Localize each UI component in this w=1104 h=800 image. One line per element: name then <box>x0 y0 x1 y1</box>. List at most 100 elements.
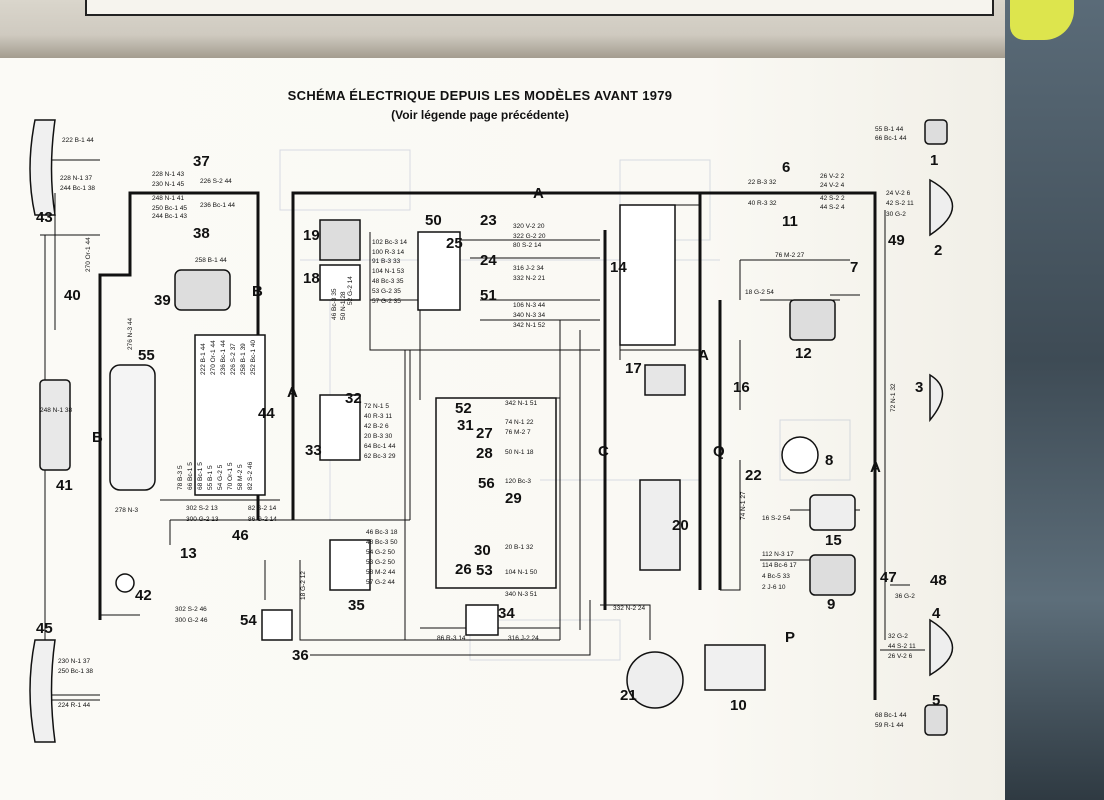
bus-label-b-left: B <box>92 429 103 446</box>
wire-label: 22 B-3 32 <box>748 179 777 186</box>
wire-label: 59 R-1 44 <box>875 722 904 729</box>
wire-label: 52 G-2 14 <box>347 276 354 305</box>
wire-label: 48 Bc-3 50 <box>366 539 398 546</box>
num-16: 16 <box>733 379 750 396</box>
wire-label: 230 N-1 37 <box>58 658 91 665</box>
wire-label: 102 Bc-3 14 <box>372 239 407 246</box>
wire-label: 300 G-2 13 <box>186 516 219 523</box>
wire-label: 46 Bc-3 18 <box>366 529 398 536</box>
coil-15-icon <box>809 494 856 531</box>
wire-label: 57 G-2 44 <box>366 579 395 586</box>
num-10: 10 <box>730 697 747 714</box>
num-53: 53 <box>476 562 493 579</box>
wire-label: 332 N-2 24 <box>613 605 646 612</box>
wire-label: 82 S-2 14 <box>248 505 277 512</box>
paper-page <box>0 0 1005 800</box>
wire-label: 91 B-3 33 <box>372 258 401 265</box>
wire-label: 32 G-2 <box>888 633 908 640</box>
switch-35-icon <box>329 539 371 591</box>
num-9: 9 <box>827 596 835 613</box>
mirror-55-icon <box>109 364 156 491</box>
num-50: 50 <box>425 212 442 229</box>
wire-label: 54 G-2 50 <box>366 549 395 556</box>
wire-label: 244 Bc-1 38 <box>60 185 95 192</box>
wire-label: 258 B-1 39 <box>240 343 247 375</box>
wire-label: 74 N-1 22 <box>505 419 534 426</box>
num-24: 24 <box>480 252 497 269</box>
wire-label: 72 N-1 32 <box>890 383 897 412</box>
wire-label: 20 B-3 30 <box>364 433 393 440</box>
num-48: 48 <box>930 572 947 589</box>
wire-label: 250 Bc-1 45 <box>152 205 187 212</box>
num-33: 33 <box>305 442 322 459</box>
wire-label: 228 N-1 43 <box>152 171 185 178</box>
vertical-wire-labels: 270 Or-1 44 276 N-3 44 72 N-1 32 74 N-1 … <box>85 237 897 600</box>
regulator-17-icon <box>644 364 686 396</box>
wire-label: 68 Bc-1 44 <box>875 712 907 719</box>
starter-9-icon <box>809 554 856 596</box>
bus-label-a-left: A <box>287 384 298 401</box>
wire-label: 230 N-1 45 <box>152 181 185 188</box>
wire-label: 55 B-1 5 <box>207 465 214 490</box>
wire-label: 40 R-3 32 <box>748 200 777 207</box>
sender-42-icon <box>115 573 135 593</box>
bus-label-p: P <box>785 629 795 646</box>
num-8: 8 <box>825 452 833 469</box>
wire-label: 36 G-2 <box>895 593 915 600</box>
wire-label: 42 B-2 6 <box>364 423 389 430</box>
wire-label: 53 G-2 50 <box>366 559 395 566</box>
lamp-3-icon <box>929 373 944 423</box>
wire-label: 332 N-2 21 <box>513 275 546 282</box>
wire-label: 104 N-1 53 <box>372 268 405 275</box>
headlamp-43-icon <box>29 119 56 216</box>
num-56: 56 <box>478 475 495 492</box>
num-15: 15 <box>825 532 842 549</box>
wire-label: 316 J-2 34 <box>513 265 544 272</box>
distributor-8-icon <box>781 436 819 474</box>
wire-label: 100 R-3 14 <box>372 249 405 256</box>
wire-label: 342 N-1 52 <box>513 322 546 329</box>
wire-label: 120 Bc-3 <box>505 478 531 485</box>
wire-label: 226 S-2 37 <box>230 343 237 375</box>
bus-label-c: C <box>598 443 609 460</box>
diagram-subtitle: (Voir légende page précédente) <box>391 108 569 122</box>
num-14: 14 <box>610 259 627 276</box>
wire-label: 54 G-2 5 <box>217 464 224 490</box>
num-7: 7 <box>850 259 858 276</box>
bus-label-a-top: A <box>533 185 544 202</box>
num-11: 11 <box>782 213 798 230</box>
wire-label: 252 Bc-1 40 <box>250 340 257 375</box>
wire-label: 42 S-2 2 <box>820 195 845 202</box>
num-37: 37 <box>193 153 210 170</box>
num-4: 4 <box>932 605 941 622</box>
wire-label: 322 G-2 20 <box>513 233 546 240</box>
wire-label: 258 B-1 44 <box>195 257 227 264</box>
num-41: 41 <box>56 477 73 494</box>
num-51: 51 <box>480 287 497 304</box>
wire-label: 276 N-3 44 <box>127 317 134 350</box>
connector-50-icon <box>417 231 461 311</box>
wire-label: 86 G-2 14 <box>248 516 277 523</box>
num-28: 28 <box>476 445 493 462</box>
bus-a-wire <box>291 191 877 700</box>
num-12: 12 <box>795 345 812 362</box>
wire-label: 46 Bc-3 35 <box>331 288 338 320</box>
wire-label: 16 S-2 54 <box>762 515 791 522</box>
wire-label: 74 N-1 27 <box>740 491 747 520</box>
wire-label: 250 Bc-1 38 <box>58 668 93 675</box>
wire-label: 72 N-1 5 <box>364 403 389 410</box>
bus-letters: A A A A B B C Q P <box>92 185 881 646</box>
wire-label: 2 J-6 10 <box>762 584 786 591</box>
previous-page-table-edge <box>85 0 994 16</box>
num-36: 36 <box>292 647 309 664</box>
wire-label: 62 Bc-3 29 <box>364 453 396 460</box>
book-binding <box>1005 0 1104 800</box>
switch-39-icon <box>174 269 231 311</box>
wire-label: 340 N-3 51 <box>505 591 538 598</box>
lamp-5-icon <box>924 704 948 736</box>
num-39: 39 <box>154 292 171 309</box>
num-6: 6 <box>782 159 790 176</box>
wire-label: 50 N-1 18 <box>505 449 534 456</box>
wire-label: 222 B-1 44 <box>200 343 207 375</box>
